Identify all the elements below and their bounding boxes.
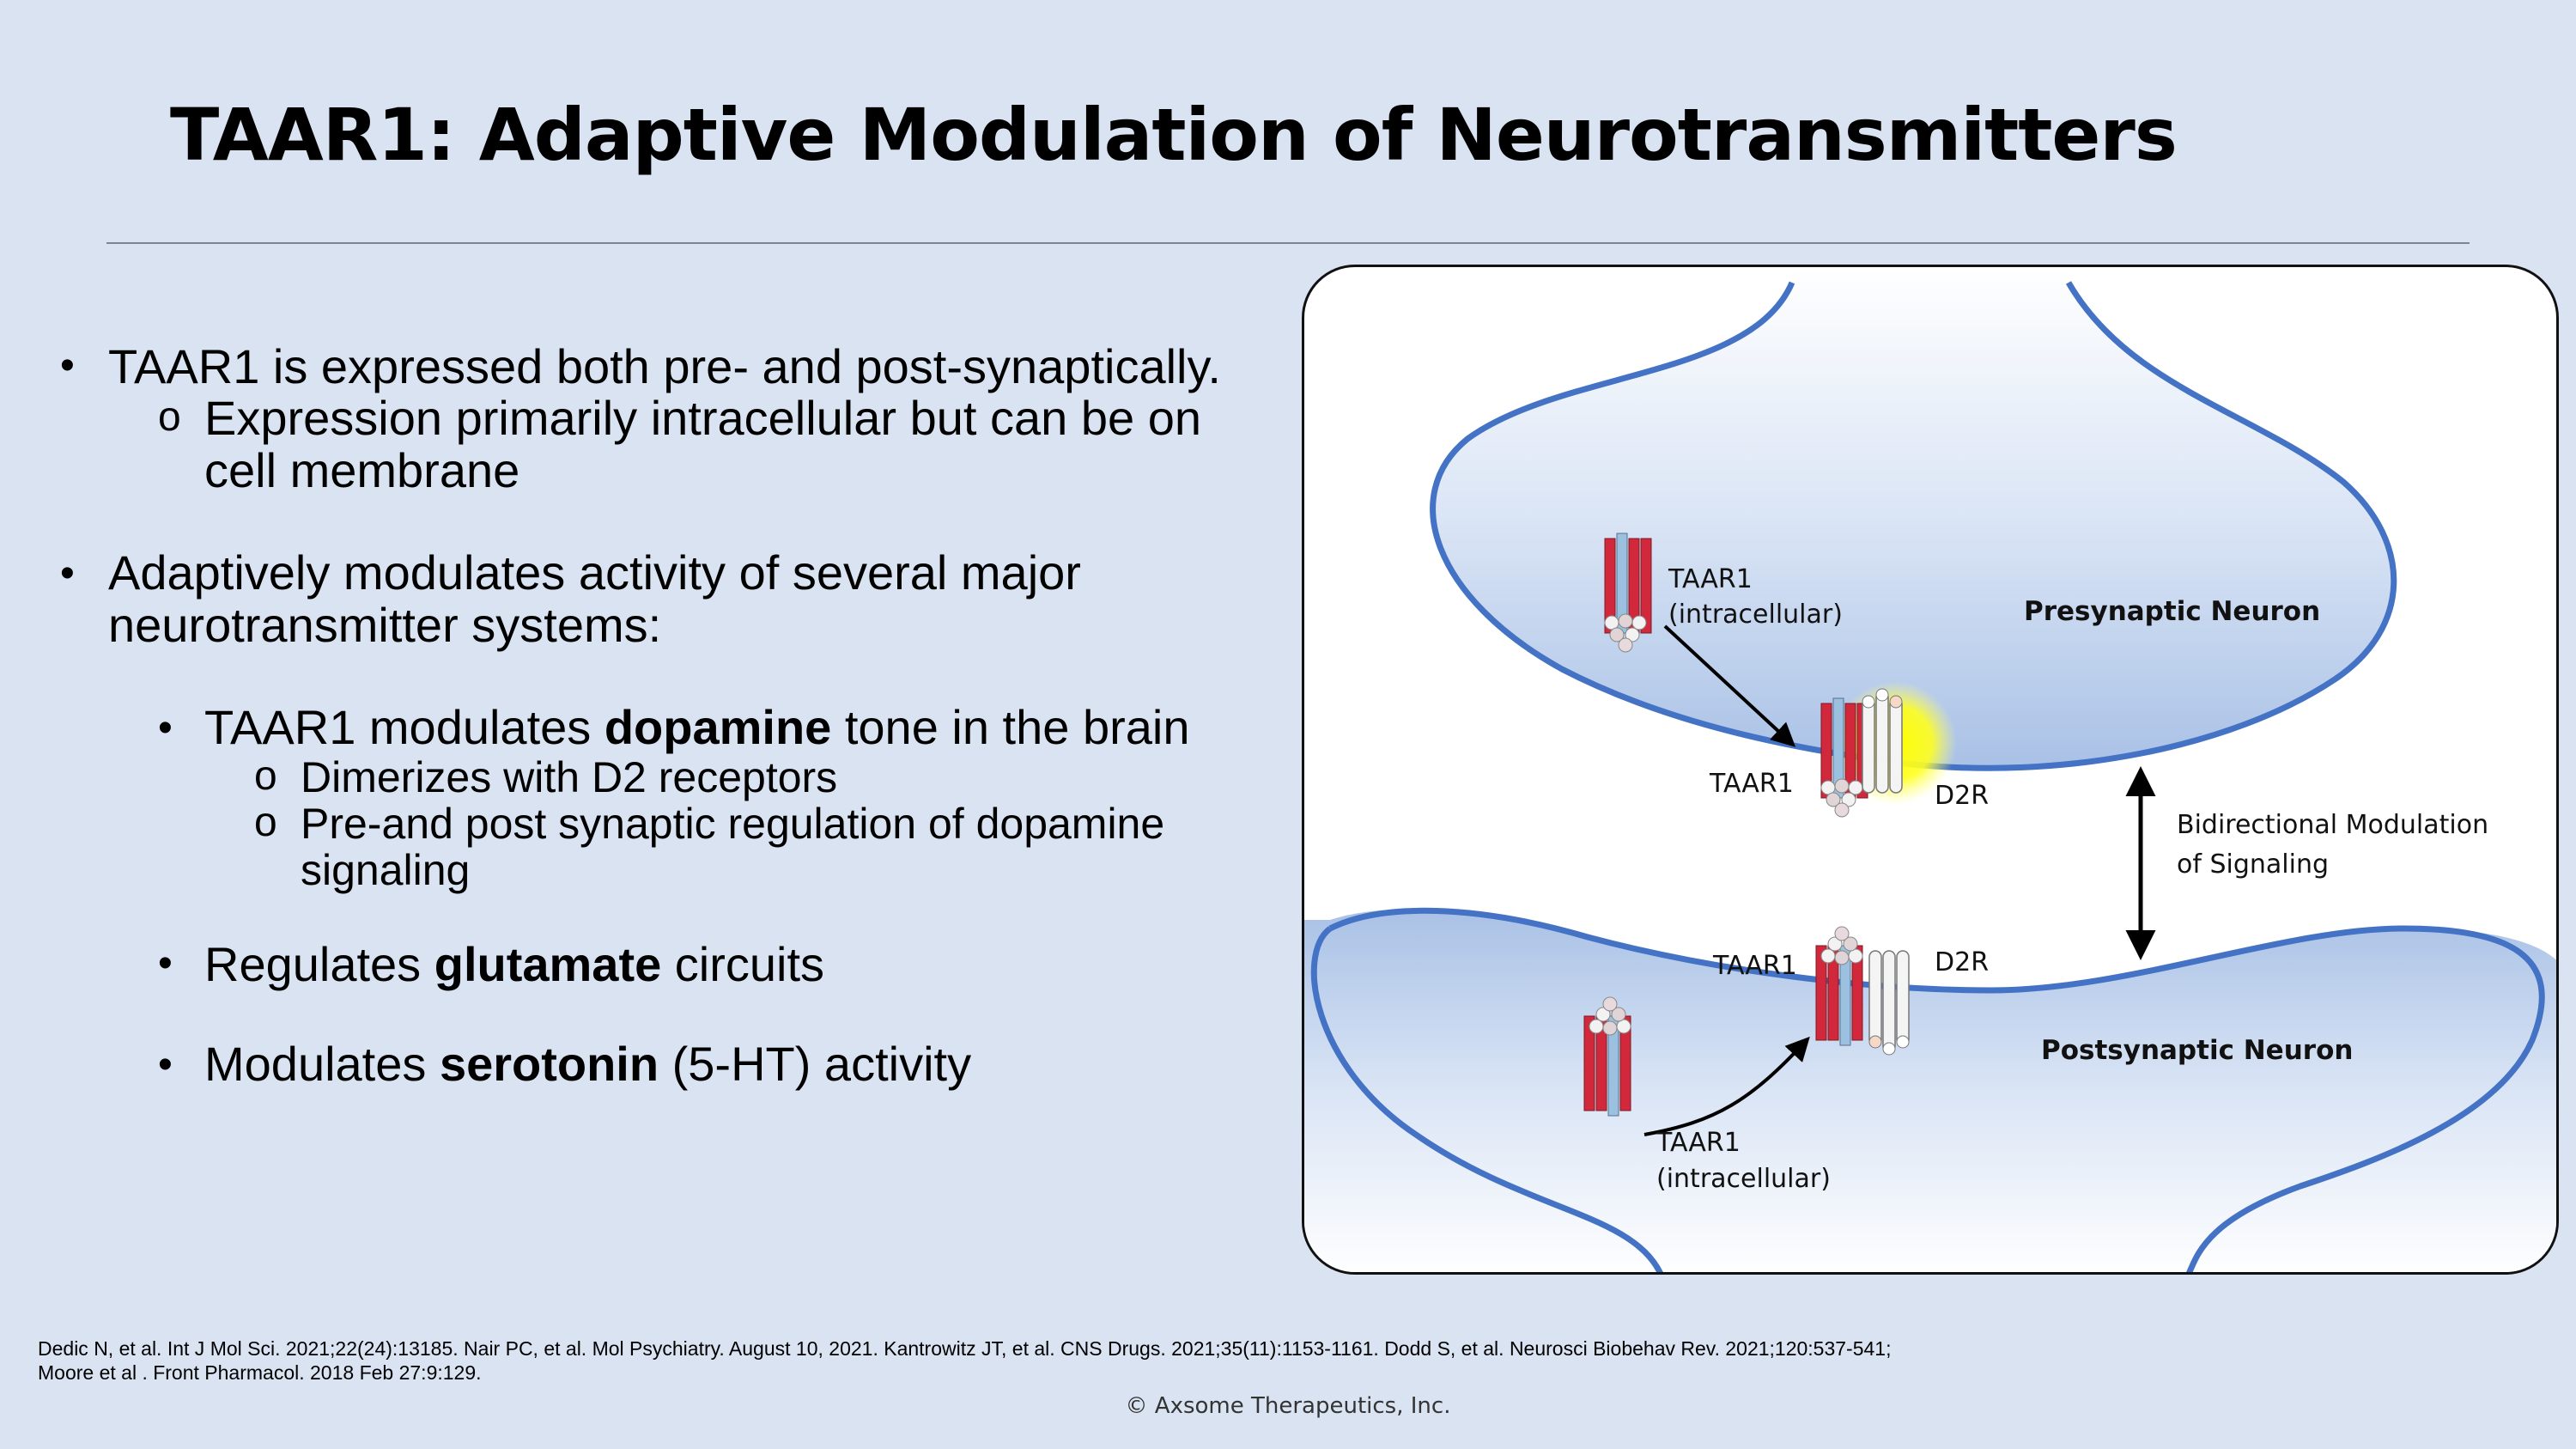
arrow-post-translocation xyxy=(1643,1036,1810,1136)
d2r-post-icon xyxy=(1868,950,1910,1056)
reference-line: Moore et al . Front Pharmacol. 2018 Feb … xyxy=(38,1361,482,1384)
sub-bullet-marker: o xyxy=(254,800,277,845)
synapse-illustration xyxy=(1304,267,2556,1272)
label-d2r-post: D2R xyxy=(1935,947,1990,977)
label-intracellular-post: (intracellular) xyxy=(1656,1164,1831,1194)
title-divider xyxy=(106,242,2470,244)
sub-bullet-regulation-cont: signaling xyxy=(301,846,471,894)
bullet-serotonin: Modulates serotonin (5-HT) activity xyxy=(204,1038,971,1091)
dopamine-text-post: tone in the brain xyxy=(831,700,1190,754)
sub-bullet-intracellular-cont: cell membrane xyxy=(204,443,520,497)
bullet-marker: • xyxy=(158,705,173,751)
bullet-glutamate: Regulates glutamate circuits xyxy=(204,938,824,991)
sub-bullet-intracellular: Expression primarily intracellular but c… xyxy=(204,391,1201,445)
references: Dedic N, et al. Int J Mol Sci. 2021;22(2… xyxy=(38,1336,1891,1385)
reference-line: Dedic N, et al. Int J Mol Sci. 2021;22(2… xyxy=(38,1337,1892,1360)
bullet-modulates: Adaptively modulates activity of several… xyxy=(108,545,1081,600)
label-postsynaptic-neuron: Postsynaptic Neuron xyxy=(2041,1035,2354,1066)
glutamate-bold: glutamate xyxy=(434,937,662,991)
label-taar1-intracellular-post: TAAR1 xyxy=(1656,1128,1741,1158)
glutamate-text-post: circuits xyxy=(661,937,825,991)
sub-bullet-regulation: Pre-and post synaptic regulation of dopa… xyxy=(301,800,1165,848)
label-taar1-intracellular-pre: TAAR1 xyxy=(1668,564,1753,594)
presynaptic-fill xyxy=(1432,267,2394,769)
slide-title: TAAR1: Adaptive Modulation of Neurotrans… xyxy=(170,93,2178,177)
label-intracellular-pre: (intracellular) xyxy=(1668,600,1843,630)
bullet-marker: • xyxy=(158,941,173,986)
dopamine-text-pre: TAAR1 modulates xyxy=(204,700,605,754)
serotonin-text-pre: Modulates xyxy=(204,1037,440,1091)
postsynaptic-membrane xyxy=(1328,907,2545,1272)
postsynaptic-membrane-left xyxy=(1310,926,1663,1272)
d2r-pre-icon xyxy=(1862,688,1903,794)
sub-bullet-marker: o xyxy=(254,753,277,799)
arrow-pre-translocation xyxy=(1663,624,1796,747)
bullet-marker: • xyxy=(60,551,75,596)
synapse-diagram: TAAR1 (intracellular) Presynaptic Neuron… xyxy=(1302,265,2559,1275)
bullet-expression: TAAR1 is expressed both pre- and post-sy… xyxy=(108,339,1221,393)
copyright: © Axsome Therapeutics, Inc. xyxy=(1125,1393,1451,1419)
label-bidirectional-line2: of Signaling xyxy=(2177,849,2329,880)
label-bidirectional-line1: Bidirectional Modulation xyxy=(2177,810,2489,840)
label-taar1-pre-membrane: TAAR1 xyxy=(1710,769,1794,799)
bullet-list: • TAAR1 is expressed both pre- and post-… xyxy=(0,0,1288,1202)
serotonin-bold: serotonin xyxy=(439,1037,659,1091)
glutamate-text-pre: Regulates xyxy=(204,937,434,991)
label-d2r-pre: D2R xyxy=(1935,781,1990,811)
dopamine-bold: dopamine xyxy=(604,700,832,754)
postsynaptic-fill xyxy=(1304,909,2556,1272)
sub-bullet-dimerizes: Dimerizes with D2 receptors xyxy=(301,753,838,801)
label-taar1-post-membrane: TAAR1 xyxy=(1713,951,1797,981)
bullet-marker: • xyxy=(60,343,75,388)
sub-bullet-marker: o xyxy=(158,394,181,440)
bullet-marker: • xyxy=(158,1042,173,1087)
label-presynaptic-neuron: Presynaptic Neuron xyxy=(2024,596,2321,627)
serotonin-text-post: (5-HT) activity xyxy=(659,1037,972,1091)
bullet-dopamine: TAAR1 modulates dopamine tone in the bra… xyxy=(204,701,1189,754)
bullet-modulates-cont: neurotransmitter systems: xyxy=(108,598,662,652)
